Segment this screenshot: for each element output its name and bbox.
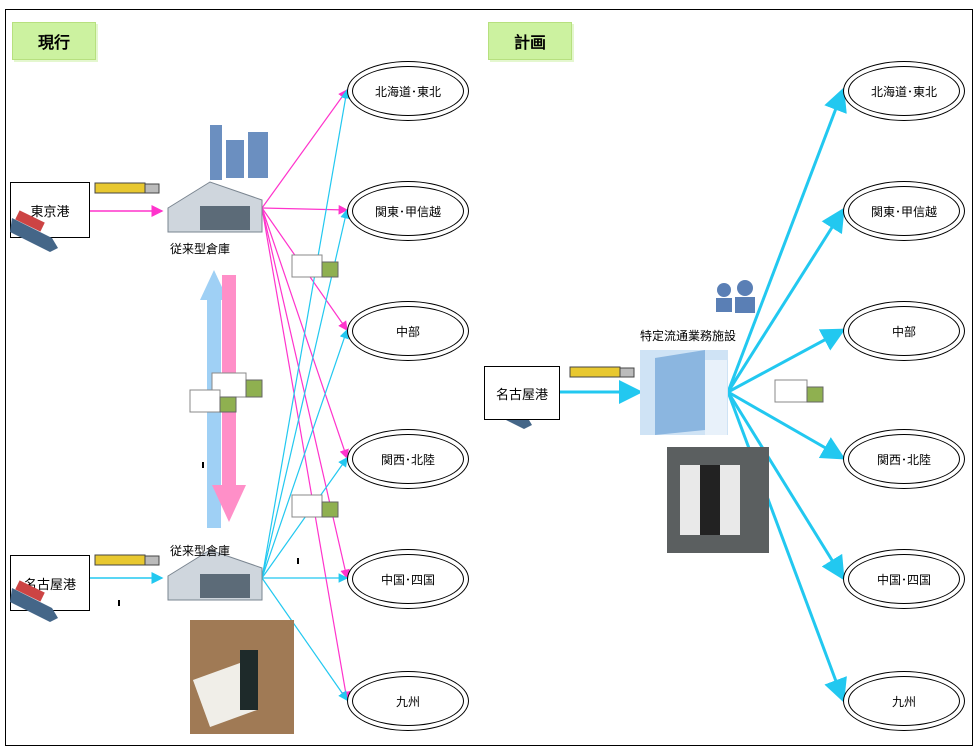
warehouse-label-top: 従来型倉庫 — [170, 242, 231, 256]
people-icon — [716, 280, 755, 313]
ship-icon — [10, 580, 58, 622]
trailer-truck-icon — [94, 554, 160, 566]
plan-region-chubu: 中部 — [843, 301, 965, 361]
port-nagoya-current: 名古屋港 — [10, 555, 90, 611]
facility-label: 特定流通業務施設 — [640, 329, 737, 343]
delivery-truck-icon — [189, 389, 237, 413]
facility-building-icon — [640, 350, 728, 435]
region-kanto-koshinetsu: 関東･甲信越 — [347, 181, 469, 241]
port-nagoya-plan: 名古屋港 — [484, 366, 560, 420]
warehouse-label-bottom: 従来型倉庫 — [170, 544, 231, 558]
region-chugoku-shikoku: 中国･四国 — [347, 549, 469, 609]
current-tab[interactable]: 現行 — [12, 22, 96, 60]
tick-mark — [297, 558, 299, 564]
delivery-truck-icon — [291, 494, 339, 518]
machine-photo — [667, 447, 769, 553]
region-hokkaido-tohoku: 北海道･東北 — [347, 61, 469, 121]
plan-region-kanto-koshinetsu: 関東･甲信越 — [843, 181, 965, 241]
plan-region-hokkaido-tohoku: 北海道･東北 — [843, 61, 965, 121]
region-kyushu: 九州 — [347, 671, 469, 731]
worker-icon — [210, 125, 268, 180]
trailer-truck-icon — [94, 182, 160, 194]
region-chubu: 中部 — [347, 301, 469, 361]
delivery-truck-icon — [774, 379, 824, 403]
trailer-truck-icon — [569, 366, 635, 378]
warehouse-icon — [167, 181, 263, 233]
labeling-photo — [190, 620, 294, 734]
plan-region-chugoku-shikoku: 中国･四国 — [843, 549, 965, 609]
plan-tab[interactable]: 計画 — [488, 22, 572, 60]
region-kansai-hokuriku: 関西･北陸 — [347, 429, 469, 489]
tick-mark — [202, 462, 204, 468]
port-tokyo: 東京港 — [10, 182, 90, 238]
delivery-truck-icon — [291, 254, 339, 278]
plan-region-kyushu: 九州 — [843, 671, 965, 731]
ship-icon — [10, 210, 58, 252]
warehouse-icon — [167, 549, 263, 601]
plan-region-kansai-hokuriku: 関西･北陸 — [843, 429, 965, 489]
tick-mark — [118, 600, 120, 606]
